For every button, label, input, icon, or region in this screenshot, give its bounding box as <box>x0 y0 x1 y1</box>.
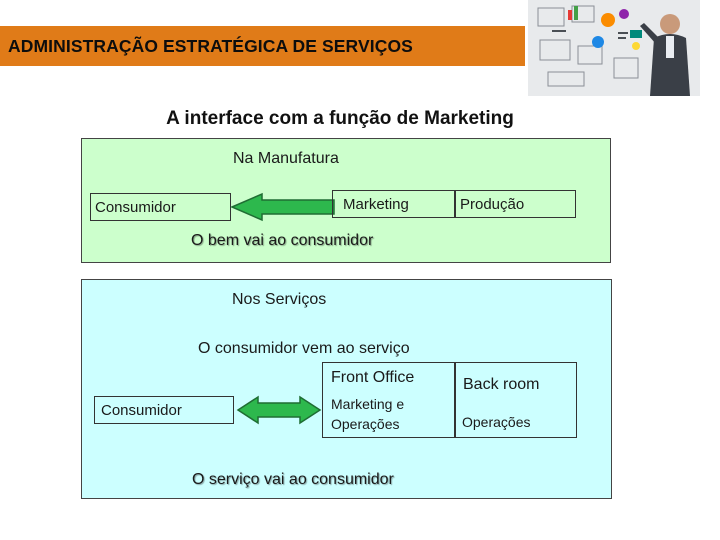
services-caption: O serviço vai ao consumidor <box>192 471 394 488</box>
header-bar <box>0 26 525 66</box>
manufacturing-heading: Na Manufatura <box>233 150 339 167</box>
manufacturing-caption: O bem vai ao consumidor <box>191 232 374 249</box>
back-room-label: Back room <box>463 376 540 393</box>
services-consumer-box: Consumidor <box>94 396 234 424</box>
left-arrow-icon <box>230 192 335 222</box>
services-panel <box>81 279 612 499</box>
manufacturing-panel <box>81 138 611 263</box>
manufacturing-consumer-box: Consumidor <box>90 193 231 221</box>
services-back-room-box: Back room Operações <box>455 362 577 438</box>
services-heading: Nos Serviços <box>232 291 327 308</box>
operations-label: Operações <box>462 414 531 430</box>
manufacturing-production-label: Produção <box>460 196 525 213</box>
front-office-label: Front Office <box>331 369 415 386</box>
slide-subtitle: A interface com a função de Marketing <box>166 108 514 129</box>
services-consumer-label: Consumidor <box>101 402 182 419</box>
services-flow-text: O consumidor vem ao serviço <box>198 340 410 357</box>
manufacturing-consumer-label: Consumidor <box>95 199 176 216</box>
marketing-operations-label: Marketing e Operações <box>331 396 405 432</box>
businessman-whiteboard-image <box>528 0 700 96</box>
manufacturing-marketing-label: Marketing <box>343 196 409 213</box>
manufacturing-marketing-box: Marketing <box>332 190 455 218</box>
double-arrow-icon <box>236 395 322 425</box>
manufacturing-production-box: Produção <box>455 190 576 218</box>
slide-title: ADMINISTRAÇÃO ESTRATÉGICA DE SERVIÇOS <box>8 36 413 56</box>
services-front-office-box: Front Office Marketing e Operações <box>322 362 455 438</box>
